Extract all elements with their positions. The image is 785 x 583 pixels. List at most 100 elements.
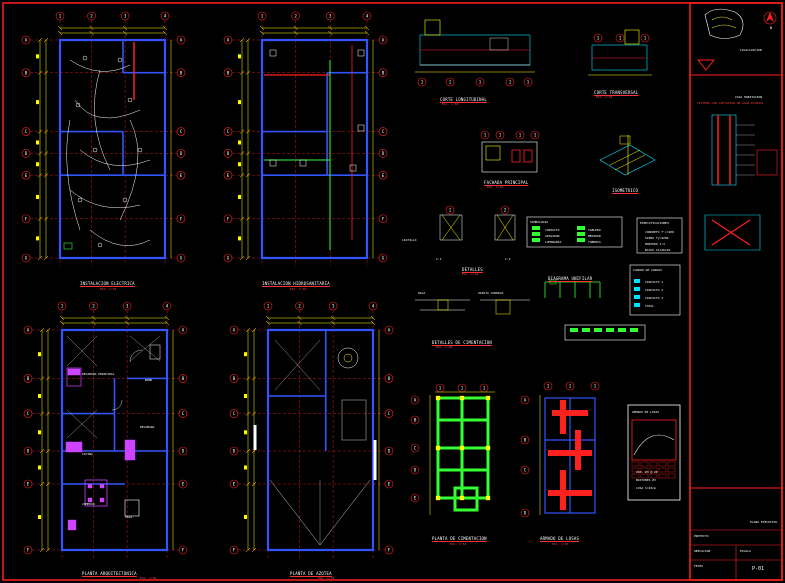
elec-legend-item: CIRCUITO 2	[645, 288, 664, 292]
axis-bubble-label: 1	[644, 36, 647, 41]
axis-bubble-right	[378, 68, 388, 77]
north-arrow-head	[766, 12, 774, 22]
cistern-plan-rebar	[711, 219, 751, 246]
dimension-text-mark	[238, 100, 241, 105]
foundation-column	[459, 495, 465, 501]
dimension-tick	[328, 25, 333, 31]
axis-bubble-top	[640, 33, 650, 43]
axis-bubble-label: B	[180, 70, 183, 75]
dimension-text-mark	[244, 515, 247, 519]
foundation-column	[459, 445, 465, 451]
legend-item: TUBERIA	[588, 240, 601, 244]
diagram-breaker	[549, 279, 557, 285]
dimension-tick	[330, 315, 336, 321]
foundation-details-scale: ESC. 1:20	[436, 345, 453, 349]
axis-bubble-left	[23, 545, 33, 555]
slab-notes-frame	[627, 404, 681, 501]
axis-bubble-label: D	[25, 151, 28, 156]
axis-bubble-label: A	[388, 328, 391, 333]
axis-bubble-label: 4	[366, 14, 369, 19]
dimension-tick	[43, 37, 49, 43]
axis-bubble-left	[21, 253, 31, 263]
axis-bubble-left	[21, 68, 31, 77]
axis-bubble-right	[178, 545, 188, 555]
axis-bubble-label: C	[233, 411, 236, 416]
axis-bubble-top	[530, 130, 540, 140]
axis-bubble-label: 3	[329, 14, 332, 19]
elec-legend-item: CIRCUITO 3	[645, 296, 664, 300]
roof-drain-area	[341, 399, 367, 441]
axis-bubble-left	[223, 214, 233, 224]
axis-bubble-label: D	[414, 468, 417, 473]
electric-wire	[119, 119, 139, 221]
system-note: SISTEMA CON CAPTACION DE AGUA PLUVIAL	[697, 101, 764, 105]
foundation-column	[485, 445, 491, 451]
legend-swatch	[532, 226, 540, 230]
section-outline	[591, 44, 648, 71]
water-tank	[337, 347, 359, 369]
void-cross	[66, 409, 98, 439]
axis-bubble-top	[543, 381, 553, 391]
dimension-tick	[245, 172, 251, 178]
axis-bubble-label: A	[524, 398, 527, 403]
axis-bubble-bottom	[475, 77, 485, 87]
dimension-tick	[45, 547, 51, 553]
dimension-tick	[162, 30, 168, 36]
axis-bubble-left	[223, 68, 233, 77]
bed-furniture	[66, 367, 82, 387]
electrical-plan-title: INSTALACION ELECTRICA	[80, 281, 135, 286]
sanitary-fixture	[299, 159, 307, 167]
slab-rebar-horizontal	[548, 490, 592, 496]
dimension-tick	[91, 320, 96, 326]
dining-chair	[87, 483, 93, 489]
cistern-detail	[711, 114, 737, 186]
foundation-footing	[453, 486, 479, 512]
dimension-tick	[328, 30, 333, 36]
slab-notes-cell	[667, 461, 676, 467]
axis-bubble-top	[263, 301, 273, 311]
dining-chair	[99, 483, 105, 489]
electric-wire	[69, 59, 131, 72]
dimension-tick	[39, 481, 45, 487]
axis-bubble-top	[122, 301, 132, 311]
axis-bubble-label: A	[227, 38, 230, 43]
axis-bubble-left	[410, 395, 420, 405]
legend-item: MEDIDOR	[588, 234, 601, 238]
dimension-tick	[45, 448, 51, 454]
slab-notes-item: BASTONES #3	[636, 478, 656, 482]
electric-wire	[74, 99, 141, 119]
axis-bubble-top	[120, 11, 130, 21]
axis-bubble-left	[23, 325, 33, 335]
electric-wire	[94, 69, 111, 171]
legend-swatch	[532, 238, 540, 242]
dimension-tick	[162, 25, 168, 31]
dimension-tick	[370, 320, 376, 326]
axis-bubble-left	[21, 127, 31, 136]
slab-notes-cell	[658, 467, 667, 473]
axis-bubble-label: F	[182, 548, 185, 553]
axis-bubble-label: 1	[569, 384, 572, 389]
facade-door	[511, 149, 521, 163]
detail-bubble	[500, 205, 510, 215]
slab-rebar-horizontal	[548, 450, 592, 456]
dimension-tick	[330, 320, 336, 326]
column-details-title: DETALLES	[462, 267, 483, 272]
axis-bubble-label: 3	[126, 304, 129, 309]
axis-bubble-bottom	[505, 77, 515, 87]
dimension-tick	[245, 151, 251, 156]
axis-bubble-top	[295, 301, 304, 311]
dimension-tick	[91, 315, 96, 321]
axis-bubble-bottom	[445, 77, 455, 87]
axis-bubble-left	[21, 214, 31, 224]
axis-bubble-right	[178, 446, 188, 456]
slab-plan-scale: ESC. 1:50	[552, 542, 569, 546]
axis-bubble-label: B	[27, 376, 30, 381]
dimension-tick	[293, 30, 298, 36]
legend-item: LUMINARIA	[545, 240, 562, 244]
slab-notes-detail	[631, 419, 677, 461]
legend-swatch	[577, 238, 585, 242]
axis-bubble-label: D	[382, 151, 385, 156]
foundation-details-title: DETALLES DE CIMENTACION	[432, 340, 492, 345]
